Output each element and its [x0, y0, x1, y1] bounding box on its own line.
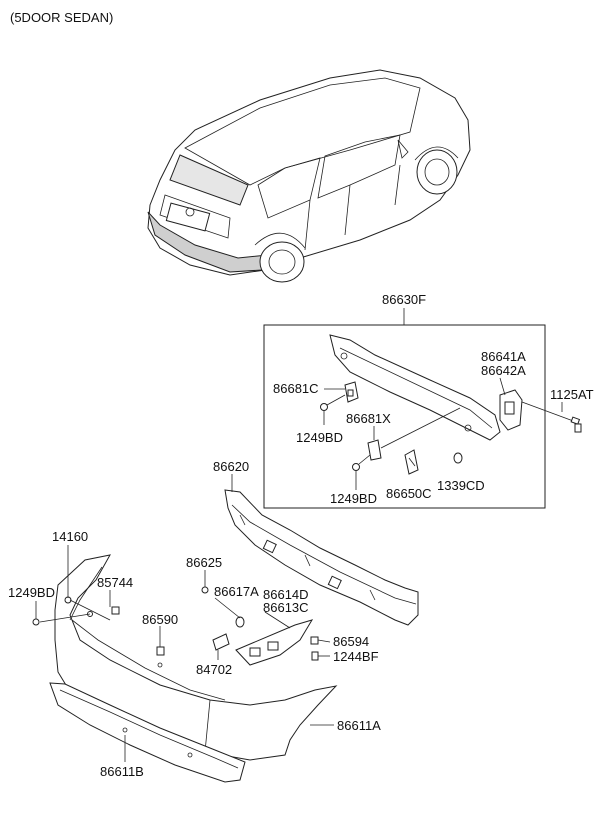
- label-1244BF: 1244BF: [333, 649, 379, 664]
- leader-lines: [35, 308, 563, 762]
- reflector-bracket: [235, 619, 314, 666]
- label-86681C: 86681C: [273, 381, 319, 396]
- beam-bracket: [499, 389, 523, 431]
- clip-85744: [111, 606, 120, 615]
- label-86650C: 86650C: [386, 486, 432, 501]
- clip-86594: [310, 636, 319, 645]
- label-86625: 86625: [186, 555, 222, 570]
- part-84702: [212, 633, 230, 651]
- part-86590: [156, 646, 165, 656]
- label-86642A: 86642A: [481, 363, 526, 378]
- energy-absorber: [224, 489, 419, 626]
- clip-86681C: [344, 381, 359, 403]
- clip-86617A: [235, 616, 245, 628]
- clip-86681X: [367, 407, 461, 461]
- label-86590: 86590: [142, 612, 178, 627]
- clip-86650C: [404, 449, 419, 475]
- label-86614D: 86614D: [263, 587, 309, 602]
- screw-1249BD-left: [32, 618, 40, 626]
- label-1125AT: 1125AT: [550, 387, 594, 402]
- label-85744: 85744: [97, 575, 133, 590]
- nut-1339CD: [453, 452, 463, 464]
- bolt-1125AT: [521, 401, 582, 433]
- label-86613C: 86613C: [263, 600, 309, 615]
- label-86611B: 86611B: [100, 764, 144, 779]
- label-86620: 86620: [213, 459, 249, 474]
- label-1339CD: 1339CD: [437, 478, 485, 493]
- bumper-lower-lip: [49, 682, 246, 783]
- label-84702: 84702: [196, 662, 232, 677]
- label-1249BD-left: 1249BD: [8, 585, 55, 600]
- label-86594: 86594: [333, 634, 369, 649]
- label-1249BD-upper: 1249BD: [296, 430, 343, 445]
- screw-1249BD-upper: [320, 394, 346, 425]
- diagram-title: (5DOOR SEDAN): [10, 10, 113, 25]
- label-86681X: 86681X: [346, 411, 391, 426]
- clip-86625: [201, 586, 209, 594]
- assembly-box: [263, 324, 546, 509]
- bumper-beam: [329, 334, 501, 441]
- label-86630F: 86630F: [382, 292, 426, 307]
- car-illustration: [147, 69, 471, 283]
- label-1249BD-lower: 1249BD: [330, 491, 377, 506]
- label-14160: 14160: [52, 529, 88, 544]
- label-86611A: 86611A: [337, 718, 381, 733]
- label-86641A: 86641A: [481, 349, 526, 364]
- bolt-1244BF: [311, 651, 319, 661]
- screw-1249BD-lower: [352, 454, 371, 490]
- label-86617A: 86617A: [214, 584, 259, 599]
